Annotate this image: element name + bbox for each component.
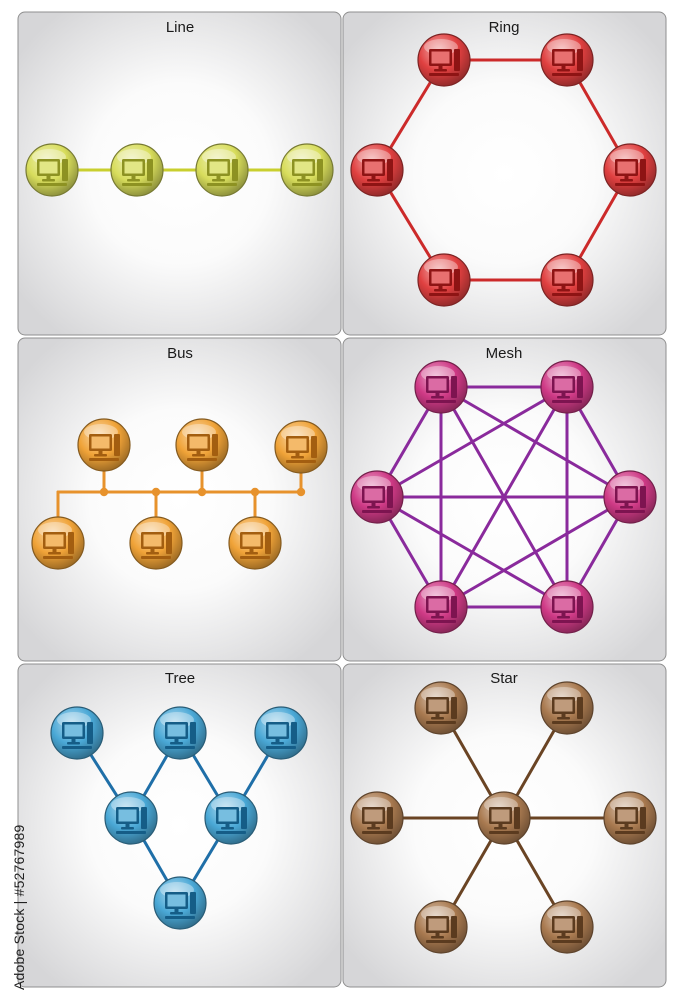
mesh-link xyxy=(439,495,632,609)
line-node xyxy=(280,143,334,197)
bus-node xyxy=(77,418,131,472)
ring-node xyxy=(540,253,594,307)
computer-icon xyxy=(62,722,93,749)
computer-icon xyxy=(122,159,153,186)
ring-node xyxy=(603,143,657,197)
tree-node xyxy=(104,791,158,845)
star-node xyxy=(414,681,468,735)
computer-icon xyxy=(615,807,646,834)
computer-icon xyxy=(362,159,393,186)
computer-icon xyxy=(426,596,457,623)
tree-node xyxy=(204,791,258,845)
computer-icon xyxy=(216,807,247,834)
computer-icon xyxy=(37,159,68,186)
bus-junction xyxy=(151,487,161,497)
line-node xyxy=(110,143,164,197)
computer-icon xyxy=(165,722,196,749)
computer-icon xyxy=(552,49,583,76)
mesh-link xyxy=(375,495,569,609)
mesh-node xyxy=(350,470,404,524)
computer-icon xyxy=(116,807,147,834)
computer-icon xyxy=(426,916,457,943)
panel-bus xyxy=(17,337,342,662)
computer-icon xyxy=(266,722,297,749)
bus-junction xyxy=(197,487,207,497)
bus-node xyxy=(31,516,85,570)
bus-node xyxy=(175,418,229,472)
line-node xyxy=(25,143,79,197)
star-node xyxy=(603,791,657,845)
bus-junction xyxy=(296,487,306,497)
computer-icon xyxy=(362,807,393,834)
mesh-node xyxy=(414,360,468,414)
network-nodes xyxy=(25,33,657,954)
bus-junction xyxy=(250,487,260,497)
computer-icon xyxy=(489,807,520,834)
mesh-node xyxy=(603,470,657,524)
bus-node xyxy=(129,516,183,570)
tree-node xyxy=(50,706,104,760)
computer-icon xyxy=(552,916,583,943)
panel-title-mesh: Mesh xyxy=(486,345,523,362)
computer-icon xyxy=(552,269,583,296)
stock-watermark: Adobe Stock | #52767989 xyxy=(11,824,27,990)
panel-title-star: Star xyxy=(490,670,518,687)
mesh-link xyxy=(375,385,569,499)
computer-icon xyxy=(426,376,457,403)
ring-node xyxy=(540,33,594,87)
computer-icon xyxy=(89,434,120,461)
computer-icon xyxy=(552,596,583,623)
computer-icon xyxy=(286,436,317,463)
mesh-node xyxy=(540,580,594,634)
computer-icon xyxy=(552,376,583,403)
star-node xyxy=(477,791,531,845)
star-node xyxy=(414,900,468,954)
ring-node xyxy=(350,143,404,197)
computer-icon xyxy=(207,159,238,186)
tree-node xyxy=(153,706,207,760)
computer-icon xyxy=(429,49,460,76)
mesh-node xyxy=(414,580,468,634)
computer-icon xyxy=(615,159,646,186)
tree-node xyxy=(153,876,207,930)
computer-icon xyxy=(165,892,196,919)
computer-icon xyxy=(429,269,460,296)
panel-title-ring: Ring xyxy=(489,19,520,36)
star-node xyxy=(350,791,404,845)
line-node xyxy=(195,143,249,197)
computer-icon xyxy=(43,532,74,559)
bus-node xyxy=(274,420,328,474)
ring-node xyxy=(417,253,471,307)
star-node xyxy=(540,900,594,954)
computer-icon xyxy=(141,532,172,559)
computer-icon xyxy=(292,159,323,186)
computer-icon xyxy=(552,697,583,724)
computer-icon xyxy=(240,532,271,559)
panel-title-line: Line xyxy=(166,19,194,36)
computer-icon xyxy=(426,697,457,724)
computer-icon xyxy=(615,486,646,513)
mesh-node xyxy=(540,360,594,414)
panel-title-bus: Bus xyxy=(167,345,193,362)
panel-title-tree: Tree xyxy=(165,670,195,687)
bus-node xyxy=(228,516,282,570)
panel-line xyxy=(17,11,342,336)
ring-node xyxy=(417,33,471,87)
computer-icon xyxy=(362,486,393,513)
star-node xyxy=(540,681,594,735)
tree-node xyxy=(254,706,308,760)
bus-junction xyxy=(99,487,109,497)
computer-icon xyxy=(187,434,218,461)
